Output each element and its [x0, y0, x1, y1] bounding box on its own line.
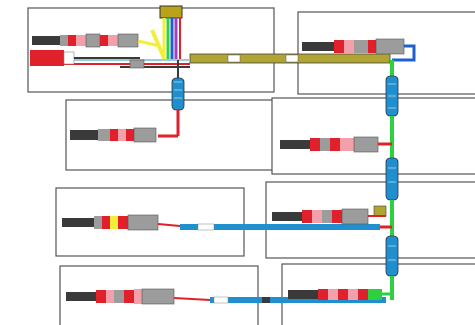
connector-tag: [159, 5, 183, 19]
module-box-middle-right: [271, 97, 475, 175]
bottom-blue-harness: [210, 296, 386, 304]
top-right-connector: [302, 38, 416, 62]
middle-left-connector: [70, 127, 157, 143]
module-box-top-left: [27, 7, 275, 93]
top-left-connector: [32, 33, 161, 48]
bottom-right-connector: [288, 289, 392, 300]
tag-wire-bundle: [150, 18, 181, 60]
lower-left-connector: [62, 214, 181, 231]
lower-right-connector: [272, 205, 387, 225]
right-trunk-harness: [385, 60, 399, 300]
lower-blue-harness: [180, 223, 392, 231]
middle-right-connector: [280, 136, 392, 153]
bottom-left-connector: [66, 288, 211, 305]
middle-left-drop-harness: [158, 60, 185, 138]
top-left-power-block: [30, 50, 145, 69]
